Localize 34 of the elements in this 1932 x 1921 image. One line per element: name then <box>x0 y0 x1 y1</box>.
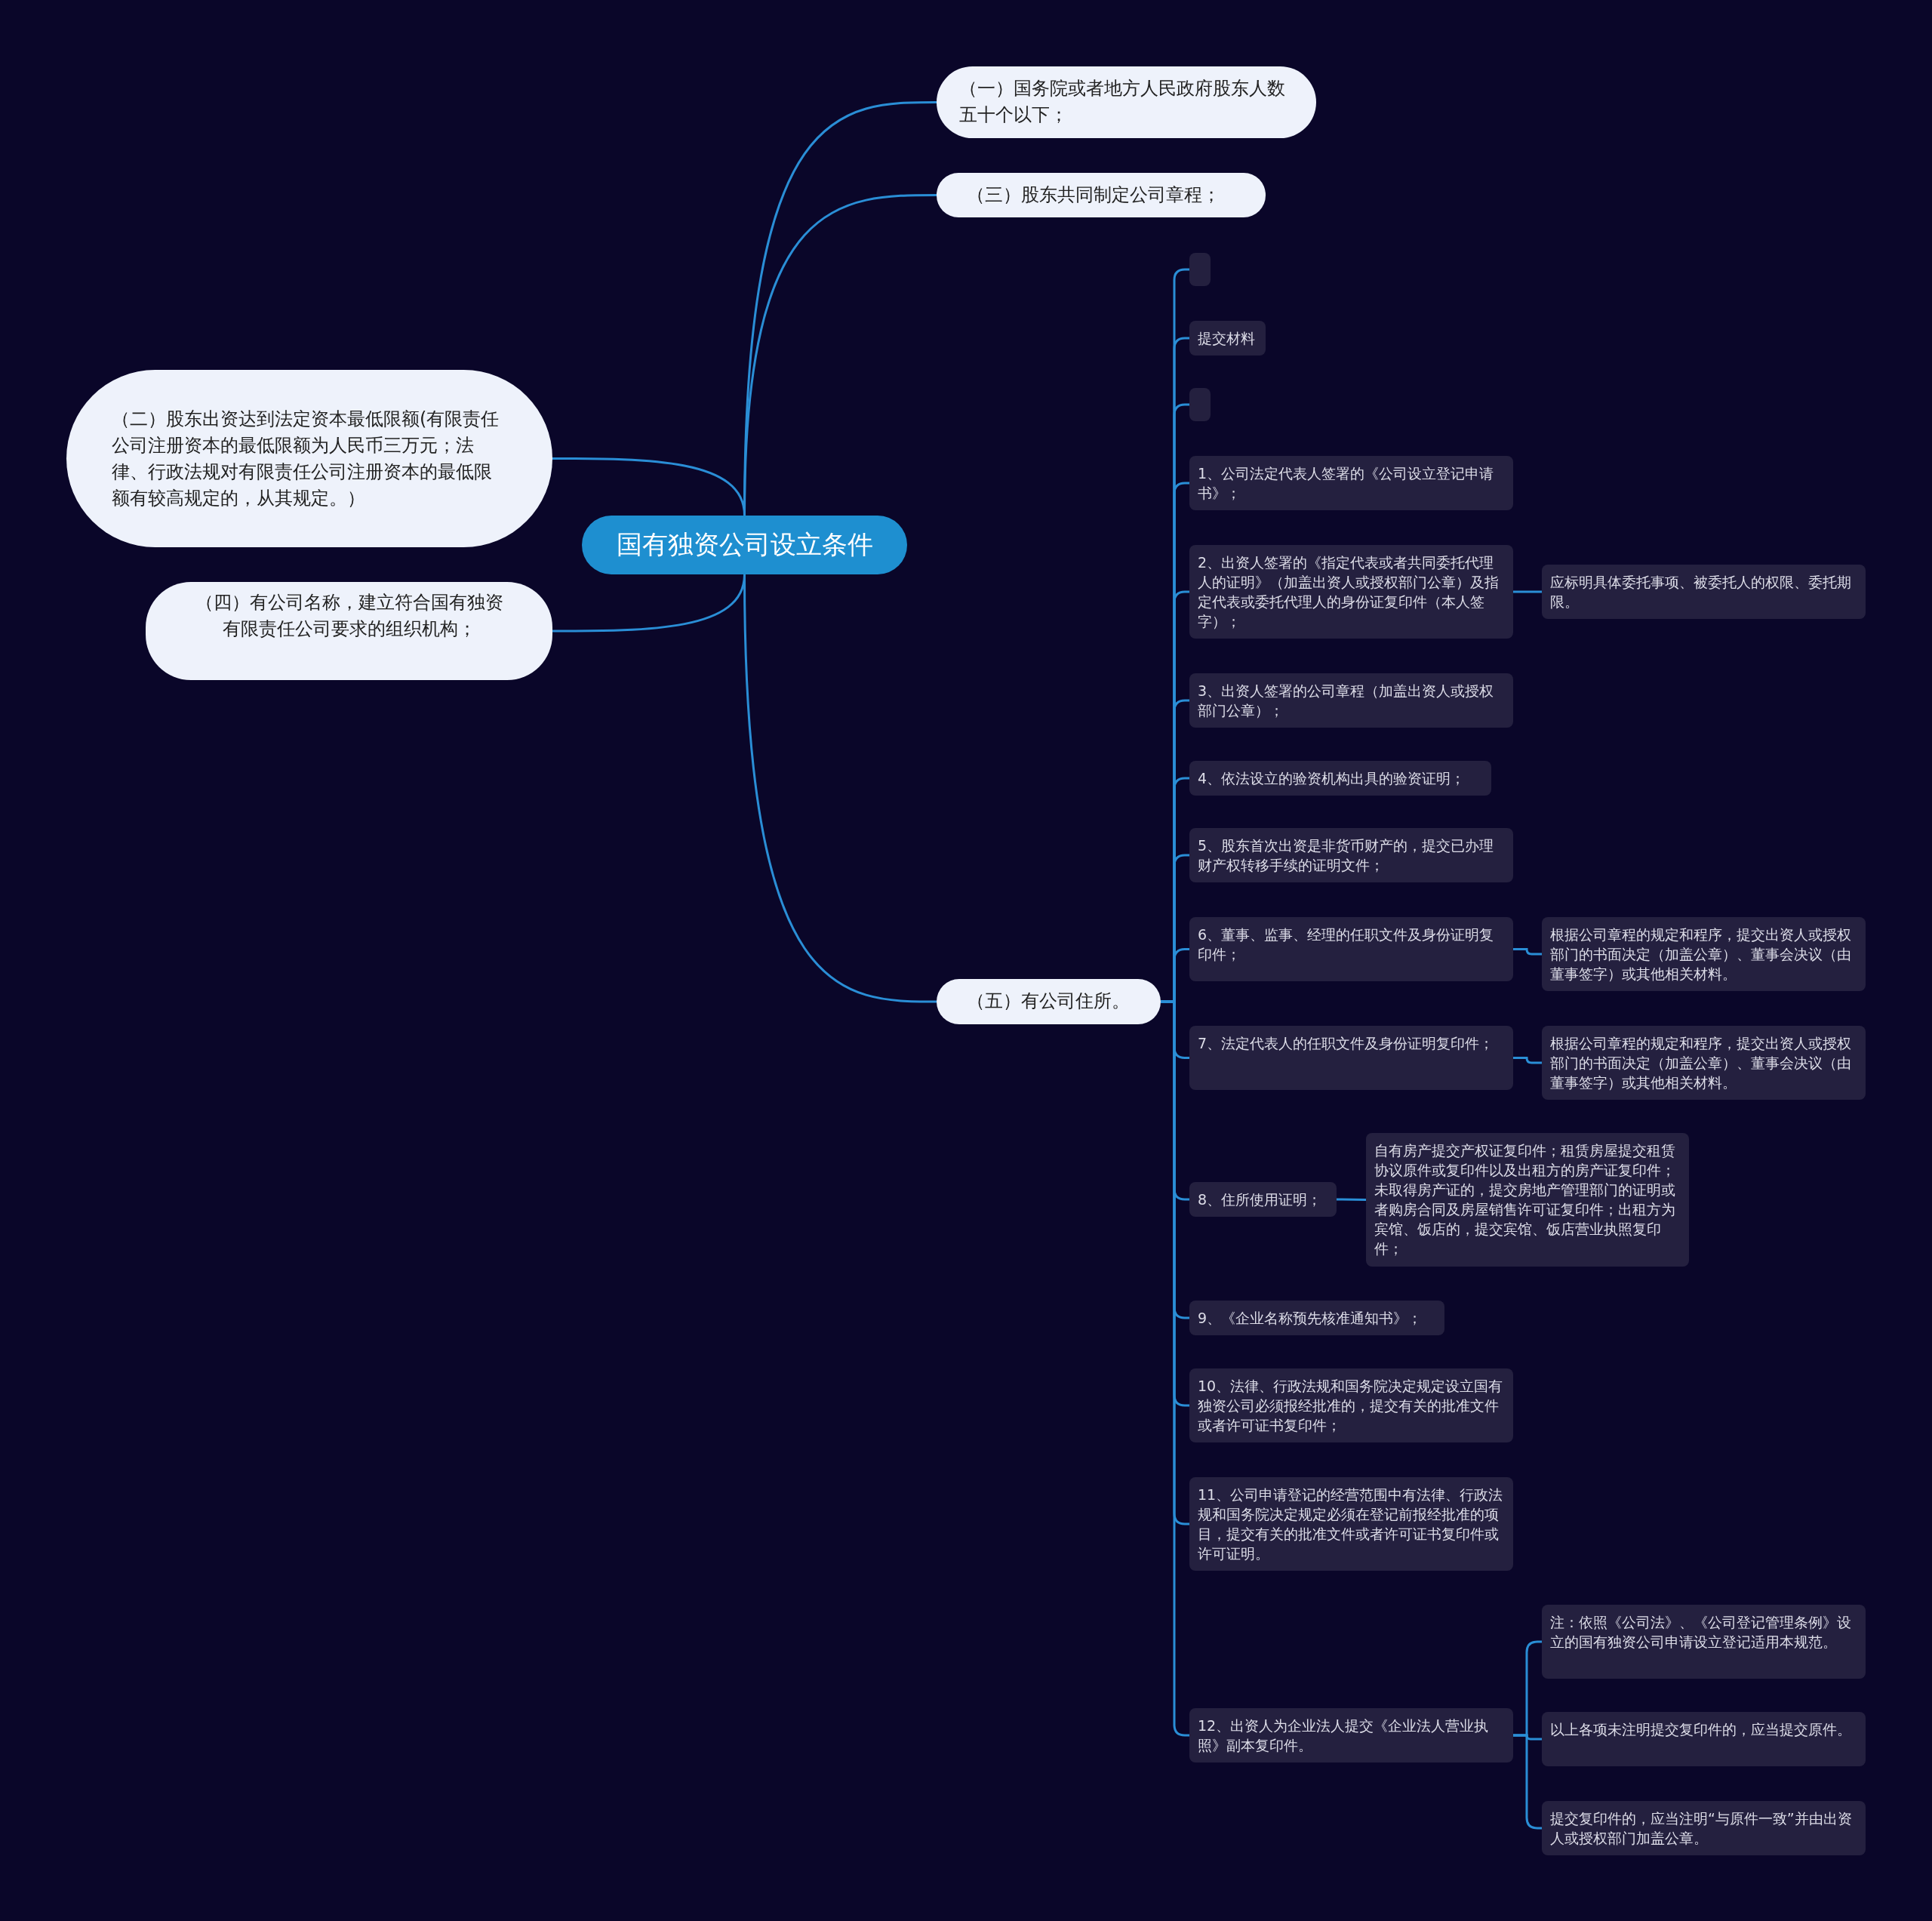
subtopic-box: 以上各项未注明提交复印件的，应当提交原件。 <box>1542 1712 1866 1766</box>
subtopic-box: 1、公司法定代表人签署的《公司设立登记申请书》； <box>1189 456 1513 510</box>
subtopic-box: 根据公司章程的规定和程序，提交出资人或授权部门的书面决定（加盖公章）、董事会决议（由董事签字）或其他相关材料。 <box>1542 917 1866 991</box>
connector-line <box>1513 590 1542 593</box>
topic-pill: （五）有公司住所。 <box>937 979 1161 1024</box>
subtopic-box: 10、法律、行政法规和国务院决定规定设立国有独资公司必须报经批准的，提交有关的批准文件或者许可证书复印件； <box>1189 1368 1513 1442</box>
subtopic-box: 应标明具体委托事项、被委托人的权限、委托期限。 <box>1542 565 1866 619</box>
empty-box <box>1189 253 1211 286</box>
subtopic-box: 3、出资人签署的公司章程（加盖出资人或授权部门公章）； <box>1189 673 1513 728</box>
connector-line <box>1513 948 1542 956</box>
subtopic-box: 12、出资人为企业法人提交《企业法人营业执照》副本复印件。 <box>1189 1708 1513 1762</box>
subtopic-box: 自有房产提交产权证复印件；租赁房屋提交租赁协议原件或复印件以及出租方的房产证复印件；未取得房产证的，提交房地产管理部门的证明或者购房合同及房屋销售许可证复印件；出租方为宾馆、饭店的，提交宾馆、饭店营业执照复印件； <box>1366 1133 1689 1267</box>
subtopic-box: 8、住所使用证明； <box>1189 1182 1337 1217</box>
central-topic: 国有独资公司设立条件 <box>582 516 907 574</box>
subtopic-box: 5、股东首次出资是非货币财产的，提交已办理财产权转移手续的证明文件； <box>1189 828 1513 882</box>
connector-line <box>743 574 937 1003</box>
connector-line <box>1336 1198 1367 1201</box>
connector-line <box>552 457 746 516</box>
connector-line <box>1513 1057 1542 1064</box>
empty-box <box>1189 388 1211 421</box>
topic-pill: （一）国务院或者地方人民政府股东人数五十个以下； <box>937 66 1316 138</box>
subtopic-box: 2、出资人签署的《指定代表或者共同委托代理人的证明》（加盖出资人或授权部门公章）及指定代表或委托代理人的身份证复印件（本人签字）； <box>1189 545 1513 639</box>
topic-pill: （三）股东共同制定公司章程； <box>937 173 1266 217</box>
subtopic-box: 4、依法设立的验资机构出具的验资证明； <box>1189 761 1491 796</box>
topic-pill: （四）有公司名称，建立符合国有独资有限责任公司要求的组织机构； <box>146 582 552 680</box>
subtopic-box: 提交材料 <box>1189 321 1266 356</box>
topic-pill: （二）股东出资达到法定资本最低限额(有限责任公司注册资本的最低限额为人民币三万元；法律、行政法规对有限责任公司注册资本的最低限额有较高规定的，从其规定。） <box>66 370 552 547</box>
subtopic-box: 9、《企业名称预先核准通知书》； <box>1189 1301 1444 1335</box>
subtopic-box: 注：依照《公司法》、《公司登记管理条例》设立的国有独资公司申请设立登记适用本规范。 <box>1542 1605 1866 1679</box>
subtopic-box: 11、公司申请登记的经营范围中有法律、行政法规和国务院决定规定必须在登记前报经批准的项目，提交有关的批准文件或者许可证书复印件或许可证明。 <box>1189 1477 1513 1571</box>
subtopic-box: 6、董事、监事、经理的任职文件及身份证明复印件； <box>1189 917 1513 981</box>
subtopic-box: 7、法定代表人的任职文件及身份证明复印件； <box>1189 1026 1513 1090</box>
subtopic-box: 根据公司章程的规定和程序，提交出资人或授权部门的书面决定（加盖公章）、董事会决议（由董事签字）或其他相关材料。 <box>1542 1026 1866 1100</box>
subtopic-box: 提交复印件的，应当注明“与原件一致”并由出资人或授权部门加盖公章。 <box>1542 1801 1866 1855</box>
